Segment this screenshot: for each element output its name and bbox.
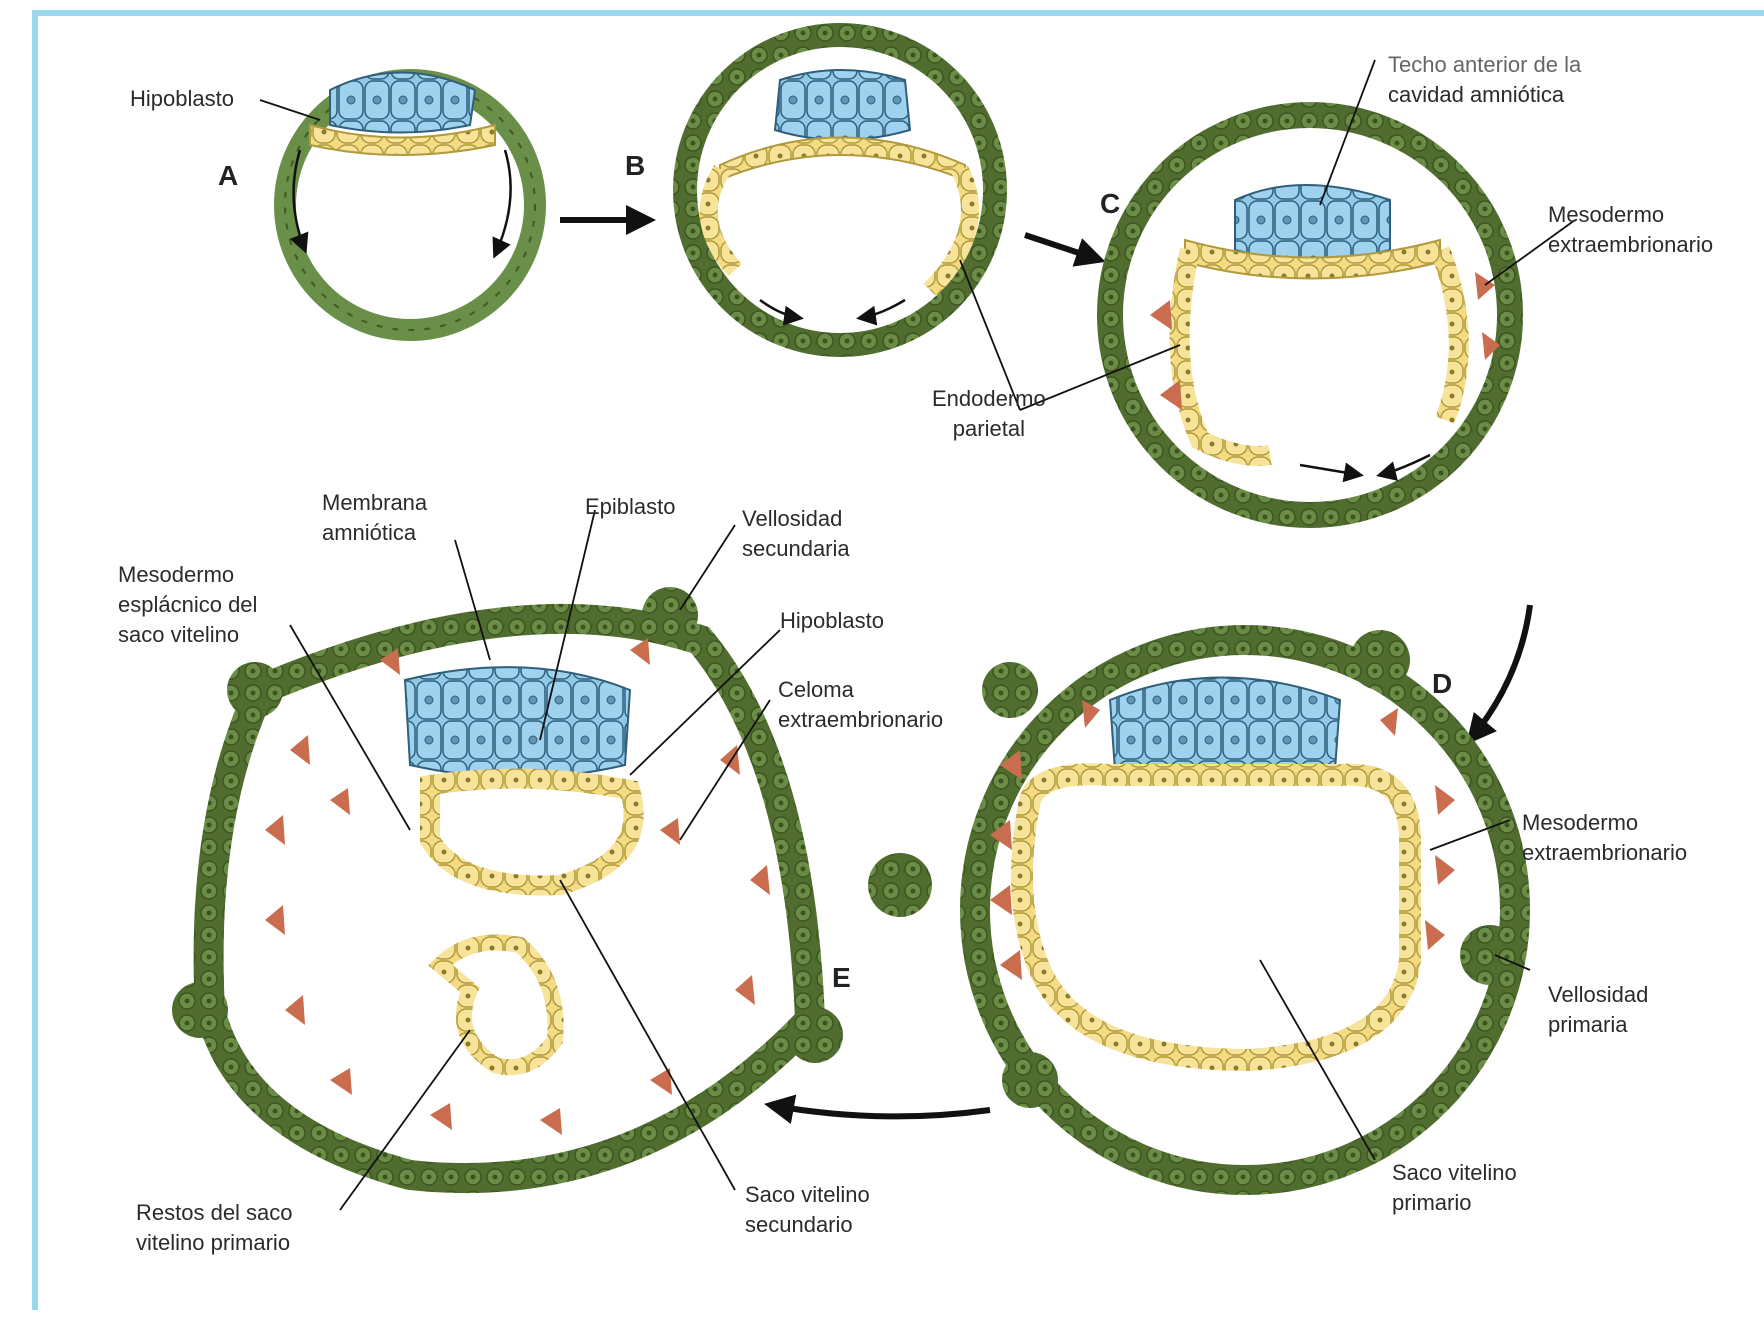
label-epiblasto: Epiblasto (585, 492, 676, 522)
label-vellosidad-secundaria: Vellosidad secundaria (742, 504, 850, 564)
panel-d-embryo (868, 630, 1520, 1180)
panel-a-embryo (285, 73, 535, 331)
label-hipoblasto-a: Hipoblasto (130, 84, 234, 114)
label-restos-saco-vitelino: Restos del saco vitelino primario (136, 1198, 293, 1258)
label-hipoblasto-e: Hipoblasto (780, 606, 884, 636)
label-vellosidad-primaria: Vellosidad primaria (1548, 980, 1648, 1040)
label-endodermo-parietal: Endodermo parietal (932, 384, 1046, 444)
label-mesodermo-esplacnico: Mesodermo esplácnico del saco vitelino (118, 560, 257, 650)
panel-label-e: E (832, 962, 851, 994)
panel-label-d: D (1432, 668, 1452, 700)
label-saco-vitelino-primario: Saco vitelino primario (1392, 1158, 1517, 1218)
label-membrana-amniotica: Membrana amniótica (322, 488, 427, 548)
panel-c-embryo (1110, 115, 1510, 515)
label-mesodermo-extraembrionario-c: Mesodermo extraembrionario (1548, 200, 1713, 260)
arrow-b-c (1025, 235, 1100, 260)
arrow-d-e (770, 1105, 990, 1116)
label-mesodermo-extraembrionario-d: Mesodermo extraembrionario (1522, 808, 1687, 868)
arrow-c-d (1470, 605, 1530, 740)
label-celoma-extraembrionario: Celoma extraembrionario (778, 675, 943, 735)
panel-e-embryo (172, 587, 843, 1178)
panel-label-a: A (218, 160, 238, 192)
panel-label-c: C (1100, 188, 1120, 220)
label-techo-cavidad-amniotica: Techo anterior de la cavidad amniótica (1388, 50, 1581, 110)
panel-b-embryo (685, 35, 995, 345)
panel-label-b: B (625, 150, 645, 182)
label-saco-vitelino-secundario: Saco vitelino secundario (745, 1180, 870, 1240)
